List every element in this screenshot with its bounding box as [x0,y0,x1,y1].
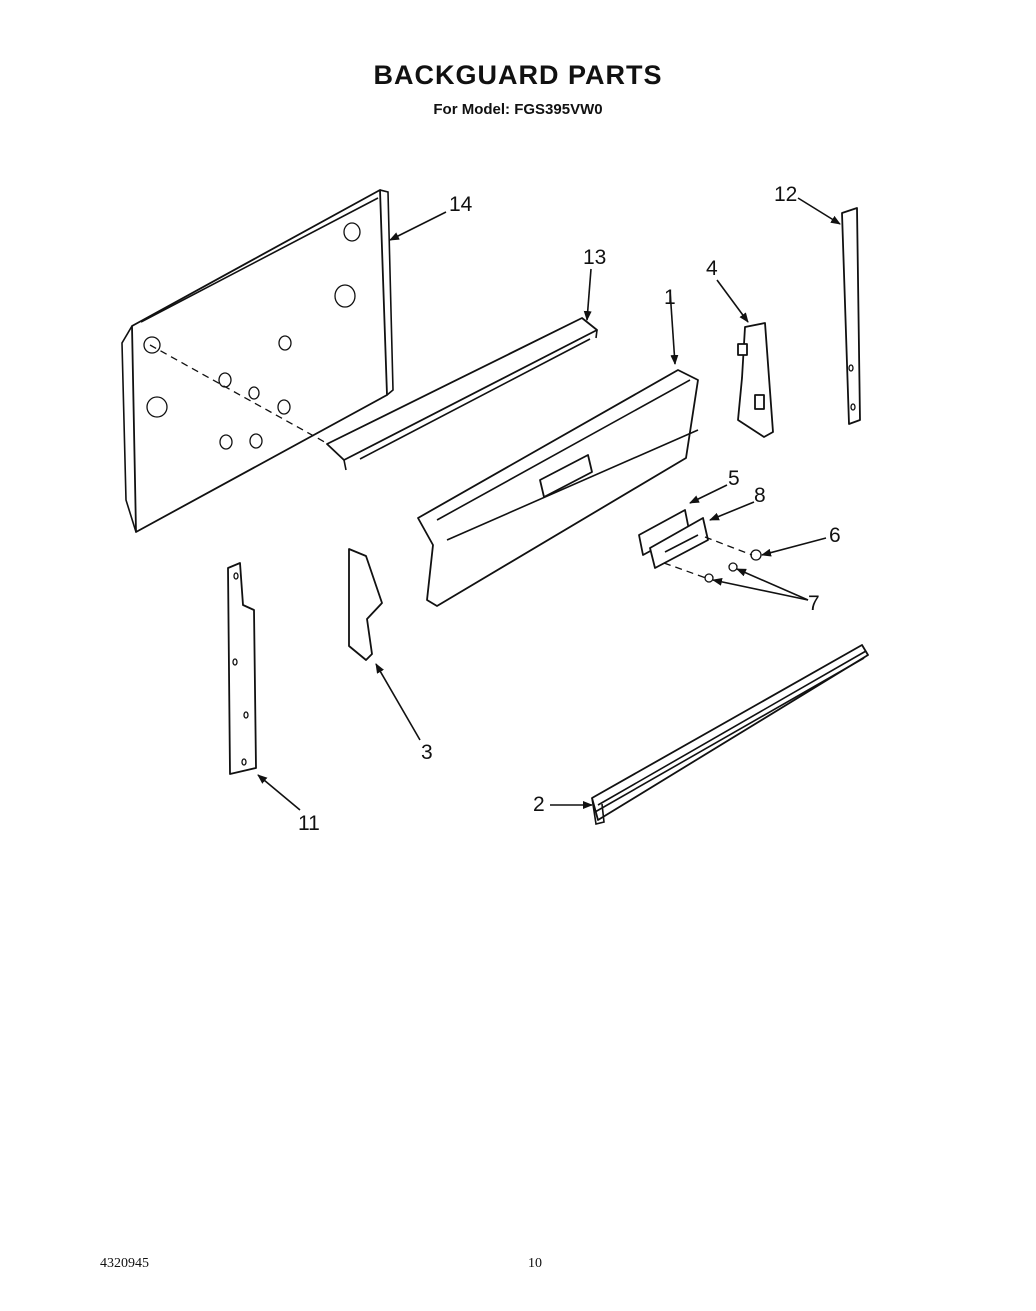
page-title: BACKGUARD PARTS [373,60,663,90]
callout-13: 13 [583,246,606,269]
page-number: 10 [528,1256,542,1271]
callout-7: 7 [808,592,820,615]
callout-6: 6 [829,524,841,547]
part-14-back-panel [121,189,394,533]
part-11-side-bracket [227,562,257,775]
leader-lines [257,197,841,811]
part-2-long-trim [591,644,869,825]
part-5-8-switch-assembly [638,509,709,569]
callout-1: 1 [664,286,676,309]
part-4-bracket [737,322,774,438]
callout-11: 11 [298,812,320,835]
callout-4: 4 [706,257,718,280]
callout-12: 12 [774,183,797,206]
part-3-end-piece [348,548,383,661]
model-subtitle: For Model: FGS395VW0 [433,101,603,118]
part-12-side-trim [841,207,861,425]
callout-2: 2 [533,793,545,816]
callout-3: 3 [421,741,433,764]
callout-5: 5 [728,467,740,490]
part-13-rail [326,317,598,471]
part-6-7-knobs [663,536,762,583]
callout-8: 8 [754,484,766,507]
part-1-control-panel [417,369,699,607]
document-number: 4320945 [100,1256,149,1271]
callout-14: 14 [449,193,473,216]
